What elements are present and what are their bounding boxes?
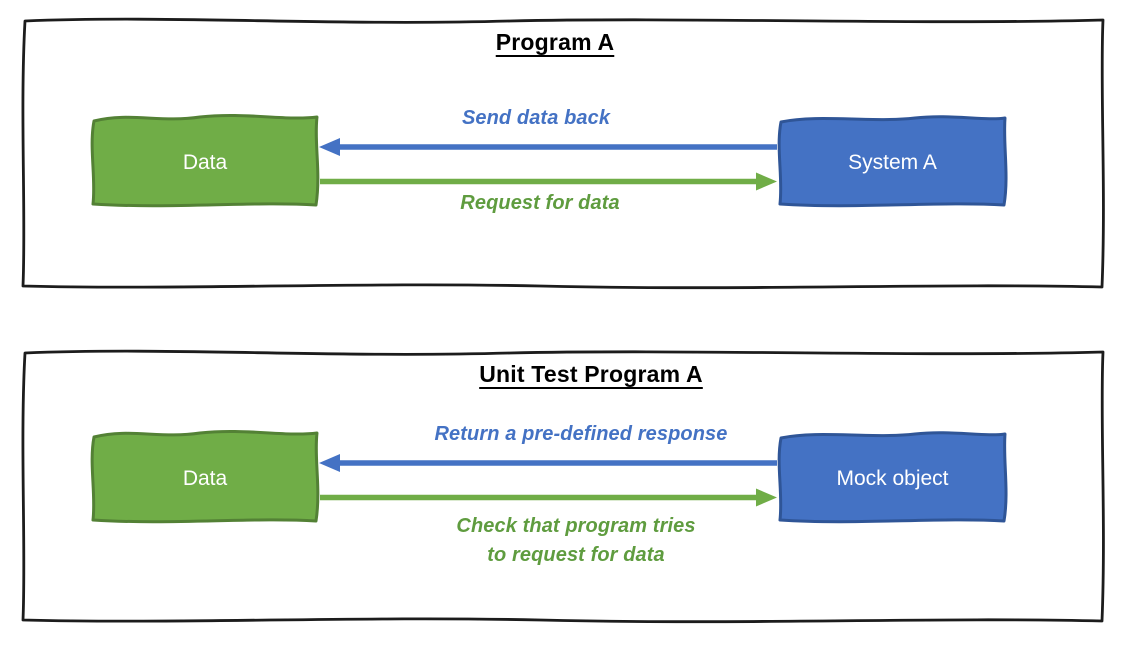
arrow-send-data-back-head xyxy=(319,138,340,156)
arrow-check-request xyxy=(320,488,777,507)
panel-border-program-a xyxy=(21,17,1105,290)
panel2-title: Unit Test Program A xyxy=(479,361,703,387)
panel2-green-arrow-label: Check that program tries to request for … xyxy=(456,512,695,570)
panel1-green-arrow-label: Request for data xyxy=(460,192,620,214)
panel1-title: Program A xyxy=(495,29,615,55)
arrow-request-for-data xyxy=(320,172,777,191)
arrow-request-for-data-head xyxy=(756,172,777,191)
panel2-blue-arrow-label: Return a pre-defined response xyxy=(434,423,728,445)
box-data-top-shape xyxy=(90,113,320,208)
arrow-return-predefined-response xyxy=(319,454,777,472)
box-data-bottom-shape xyxy=(90,429,320,524)
box-data-top-label: Data xyxy=(182,150,228,174)
panel1-blue-arrow-label: Send data back xyxy=(461,107,611,129)
box-data-bottom-label: Data xyxy=(182,466,228,490)
box-system-a-shape xyxy=(777,115,1008,208)
arrow-check-request-head xyxy=(756,488,777,507)
panel2-green-arrow-label-line1: Check that program tries xyxy=(456,515,696,537)
arrow-send-data-back xyxy=(319,138,777,156)
panel-border-unit-test-program-a xyxy=(21,349,1105,624)
panel2-green-arrow-label-line2: to request for data xyxy=(487,544,665,566)
box-system-a-label: System A xyxy=(848,151,937,174)
arrow-return-predefined-response-head xyxy=(319,454,340,472)
box-mock-object-shape xyxy=(777,431,1008,524)
box-mock-object-label: Mock object xyxy=(836,467,949,490)
